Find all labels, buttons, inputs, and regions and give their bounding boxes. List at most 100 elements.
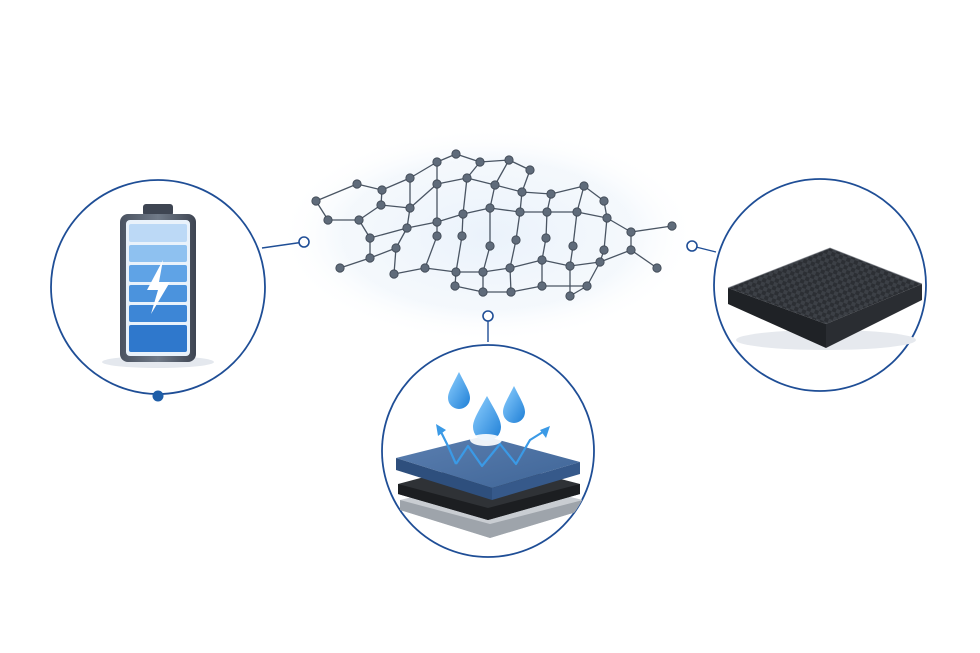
lattice-bond bbox=[424, 235, 438, 269]
lattice-bond bbox=[576, 211, 608, 219]
lattice-bond bbox=[569, 261, 601, 267]
lattice-bond bbox=[466, 177, 496, 186]
lattice-atom bbox=[517, 187, 527, 197]
lattice-bond bbox=[315, 183, 358, 202]
lattice-atom bbox=[451, 267, 461, 277]
lattice-atom bbox=[599, 245, 609, 255]
lattice-atom bbox=[389, 269, 399, 279]
lattice-atom bbox=[626, 227, 636, 237]
lattice-bond bbox=[550, 185, 585, 195]
lattice-atom bbox=[490, 180, 500, 190]
lattice-bond bbox=[630, 225, 673, 233]
lattice-atom bbox=[420, 263, 430, 273]
lattice-glow bbox=[278, 127, 698, 343]
lattice-atom bbox=[365, 233, 375, 243]
lattice-bond bbox=[369, 227, 408, 239]
lattice-bond bbox=[510, 285, 543, 293]
lattice-atom bbox=[652, 263, 662, 273]
lattice-bond bbox=[515, 211, 521, 241]
lattice-atom bbox=[311, 196, 321, 206]
lattice-atom bbox=[485, 203, 495, 213]
lattice-atom bbox=[475, 157, 485, 167]
lattice-atom bbox=[432, 217, 442, 227]
connector-node-right bbox=[686, 240, 698, 252]
lattice-atom bbox=[506, 287, 516, 297]
battery-panel bbox=[50, 179, 266, 402]
lattice-bond bbox=[462, 177, 468, 215]
lattice-atom bbox=[511, 235, 521, 245]
lattice-atom bbox=[599, 196, 609, 206]
lattice-bond bbox=[409, 161, 438, 179]
lattice-bond bbox=[369, 247, 397, 259]
lattice-bond bbox=[599, 249, 632, 263]
carbon-fiber-plate-icon bbox=[727, 247, 923, 350]
lattice-atom bbox=[565, 261, 575, 271]
lattice-atom bbox=[457, 231, 467, 241]
lattice-atom bbox=[376, 200, 386, 210]
lattice-atom bbox=[478, 287, 488, 297]
lattice-atom bbox=[579, 181, 589, 191]
battery-circle-dot bbox=[152, 390, 164, 402]
lattice-bond bbox=[436, 177, 468, 185]
lattice-bond bbox=[521, 191, 552, 195]
lattice-bond bbox=[424, 267, 457, 273]
water-repellent-panel bbox=[381, 344, 595, 558]
lattice-bond bbox=[393, 267, 426, 275]
battery-charging-icon bbox=[102, 204, 214, 368]
lattice-atom bbox=[432, 179, 442, 189]
lattice-atom bbox=[602, 213, 612, 223]
lattice-atom bbox=[405, 203, 415, 213]
lattice-bond bbox=[489, 207, 521, 213]
lattice-atom bbox=[595, 257, 605, 267]
lattice-atom bbox=[537, 255, 547, 265]
lattice-bond bbox=[339, 257, 371, 269]
connector-node-left bbox=[298, 236, 310, 248]
lattice-atom bbox=[582, 281, 592, 291]
lattice-atom bbox=[458, 209, 468, 219]
repel-arrows-icon bbox=[439, 429, 547, 468]
lattice-atom bbox=[462, 173, 472, 183]
water-repellent-layers-icon bbox=[396, 436, 583, 538]
lattice-atom bbox=[525, 165, 535, 175]
lattice-atom bbox=[565, 291, 575, 301]
lattice-atom bbox=[504, 155, 514, 165]
lattice-atom bbox=[432, 157, 442, 167]
lattice-atom bbox=[335, 263, 345, 273]
lattice-atom bbox=[568, 241, 578, 251]
lattice-atom bbox=[572, 207, 582, 217]
lattice-atom bbox=[451, 149, 461, 159]
lattice-bond bbox=[603, 217, 608, 251]
connector-left bbox=[261, 241, 305, 249]
lattice-bond bbox=[479, 159, 510, 163]
lattice-atom bbox=[323, 215, 333, 225]
lattice-bond bbox=[630, 249, 658, 269]
lattice-atom bbox=[541, 233, 551, 243]
lattice-atom bbox=[546, 189, 556, 199]
lattice-bond bbox=[380, 204, 411, 209]
lattice-atom bbox=[485, 241, 495, 251]
graphene-lattice-icon bbox=[311, 149, 677, 301]
lattice-bond bbox=[541, 259, 571, 267]
lattice-atom bbox=[542, 207, 552, 217]
lattice-bond bbox=[509, 259, 543, 269]
lattice-atom bbox=[667, 221, 677, 231]
lattice-atom bbox=[478, 267, 488, 277]
lattice-bond bbox=[509, 239, 517, 269]
lattice-bond bbox=[455, 235, 463, 273]
lattice-bond bbox=[494, 184, 523, 193]
lattice-atom bbox=[515, 207, 525, 217]
lattice-atom bbox=[352, 179, 362, 189]
lattice-bond bbox=[494, 159, 510, 186]
lattice-bond bbox=[462, 207, 491, 215]
lattice-bond bbox=[454, 285, 484, 293]
lattice-atom bbox=[377, 185, 387, 195]
lattice-atom bbox=[405, 173, 415, 183]
lightning-bolt-icon bbox=[147, 260, 170, 314]
lattice-atom bbox=[505, 263, 515, 273]
lattice-atom bbox=[354, 215, 364, 225]
lattice-bond bbox=[381, 177, 411, 191]
lattice-atom bbox=[365, 253, 375, 263]
lattice-atom bbox=[450, 281, 460, 291]
lattice-atom bbox=[391, 243, 401, 253]
